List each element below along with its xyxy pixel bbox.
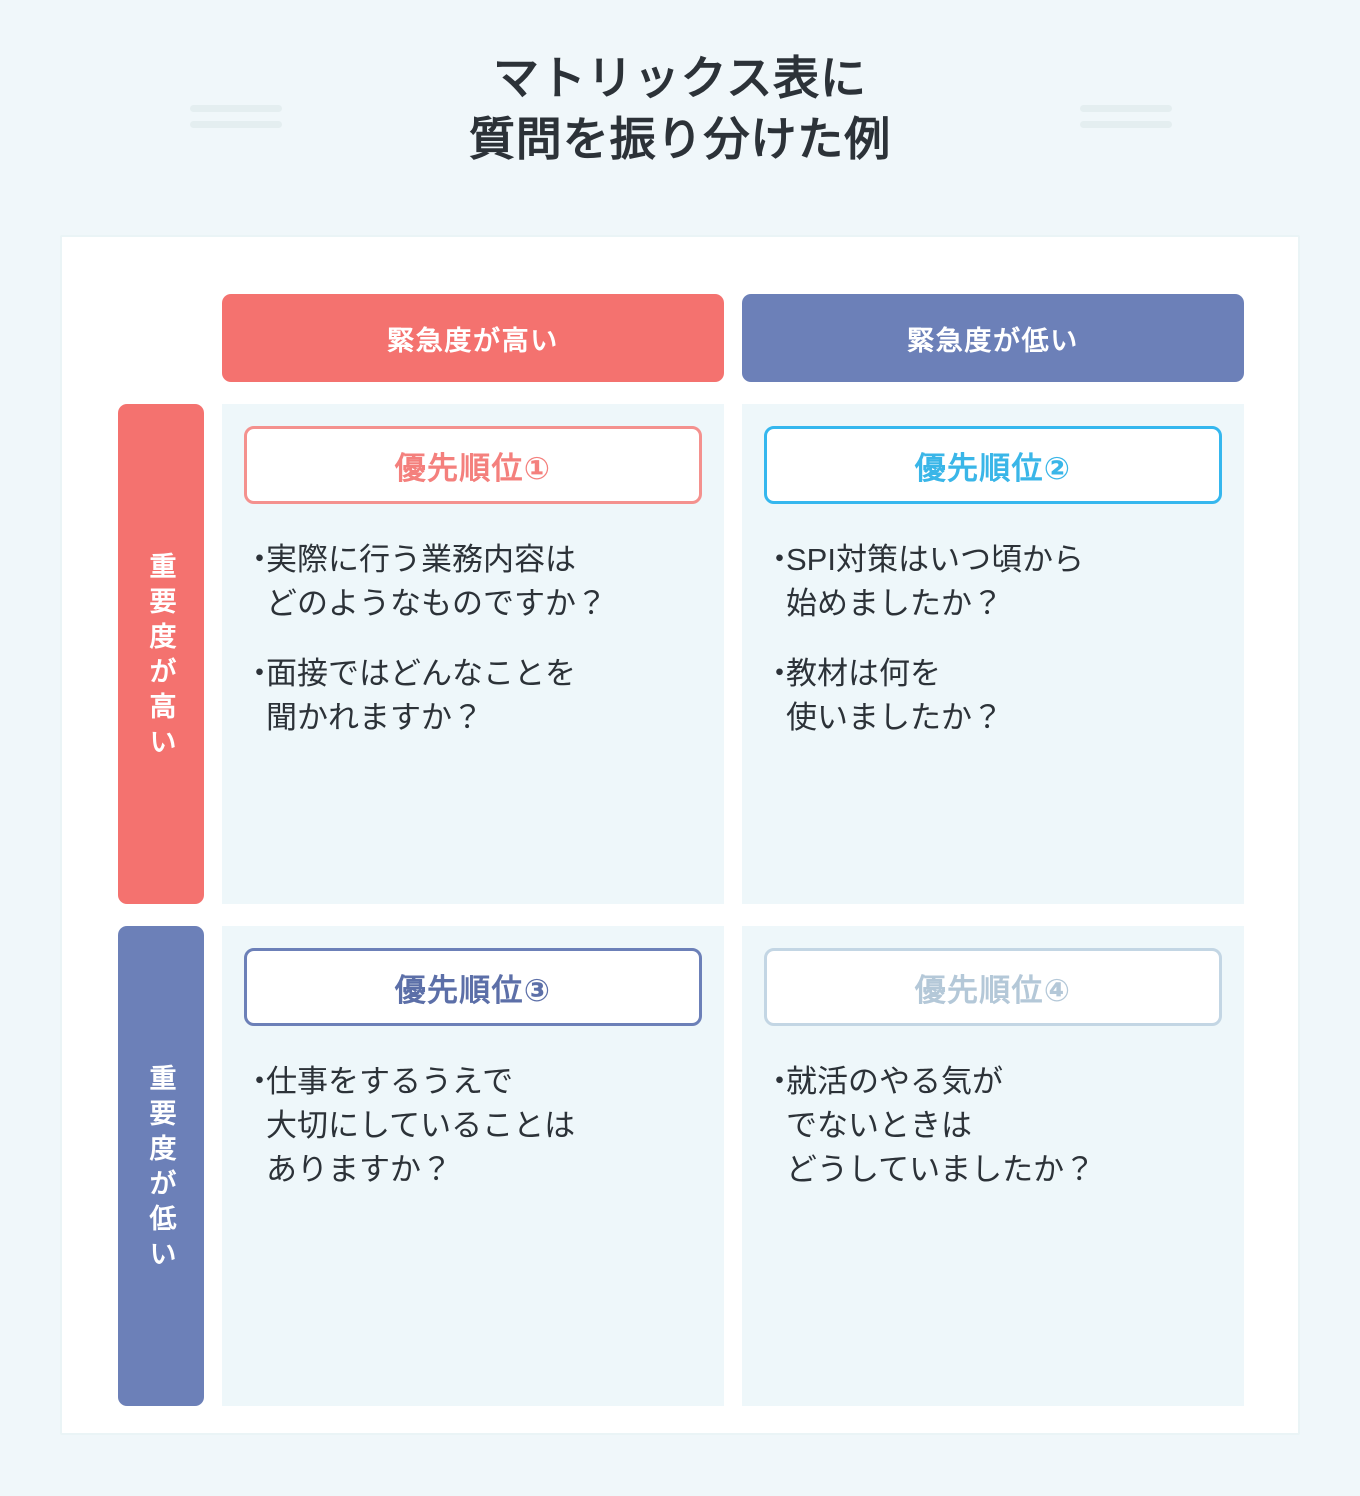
column-header-label: 緊急度が高い — [387, 325, 559, 356]
priority-badge-label: 優先順位③ — [394, 972, 552, 1008]
question-list-q3: ・ 仕事をするうえで 大切にしていることは ありますか？ — [244, 1060, 702, 1192]
row-header-label: 重要度が高い — [145, 551, 176, 763]
decoration-line — [1080, 121, 1172, 128]
quadrant-cell-q4: 優先順位④ ・ 就活のやる気が でないときは どうしていましたか？ — [742, 926, 1244, 1406]
bullet-icon: ・ — [244, 656, 275, 692]
list-item: ・ 教材は何を 使いましたか？ — [764, 652, 1222, 740]
list-item: ・ 仕事をするうえで 大切にしていることは ありますか？ — [244, 1060, 702, 1192]
page-title-line-1: マトリックス表に — [493, 52, 867, 104]
priority-badge-2: 優先順位② — [764, 426, 1222, 504]
page-title-line-2: 質問を振り分けた例 — [468, 113, 892, 166]
quadrant-cell-q1: 優先順位① ・ 実際に行う業務内容は どのようなものですか？ ・ 面接ではどんな… — [222, 404, 724, 904]
question-list-q4: ・ 就活のやる気が でないときは どうしていましたか？ — [764, 1060, 1222, 1192]
page-title: マトリックス表に 質問を振り分けた例 — [0, 48, 1360, 170]
decoration-line — [190, 121, 282, 128]
title-decoration-left — [190, 105, 282, 128]
row-header-importance-high: 重要度が高い — [118, 404, 204, 904]
decoration-line — [190, 105, 282, 112]
list-item: ・ 面接ではどんなことを 聞かれますか？ — [244, 652, 702, 740]
bullet-icon: ・ — [764, 542, 795, 577]
matrix-corner-spacer — [118, 294, 204, 382]
decoration-line — [1080, 105, 1172, 112]
list-item: ・ 就活のやる気が でないときは どうしていましたか？ — [764, 1060, 1222, 1192]
column-header-urgency-low: 緊急度が低い — [742, 294, 1244, 382]
column-header-label: 緊急度が低い — [907, 325, 1079, 356]
bullet-icon: ・ — [244, 542, 275, 577]
priority-badge-label: 優先順位① — [394, 450, 552, 486]
matrix-grid: 緊急度が高い 緊急度が低い 重要度が高い 優先順位① ・ 実際に行う業務内容は … — [118, 294, 1244, 1406]
question-text: 仕事をするうえで 大切にしていることは ありますか？ — [266, 1064, 576, 1188]
priority-badge-3: 優先順位③ — [244, 948, 702, 1026]
matrix-card: 緊急度が高い 緊急度が低い 重要度が高い 優先順位① ・ 実際に行う業務内容は … — [60, 235, 1300, 1435]
title-decoration-right — [1080, 105, 1172, 128]
priority-badge-label: 優先順位④ — [914, 972, 1072, 1008]
quadrant-cell-q2: 優先順位② ・ SPI対策はいつ頃から 始めましたか？ ・ 教材は何を 使いまし… — [742, 404, 1244, 904]
row-header-importance-low: 重要度が低い — [118, 926, 204, 1406]
list-item: ・ SPI対策はいつ頃から 始めましたか？ — [764, 538, 1222, 626]
question-text: 面接ではどんなことを 聞かれますか？ — [266, 656, 576, 736]
bullet-icon: ・ — [244, 1064, 275, 1099]
question-text: SPI対策はいつ頃から 始めましたか？ — [786, 542, 1084, 622]
row-header-label: 重要度が低い — [145, 1063, 176, 1275]
priority-badge-4: 優先順位④ — [764, 948, 1222, 1026]
bullet-icon: ・ — [764, 1064, 795, 1099]
bullet-icon: ・ — [764, 656, 795, 692]
priority-badge-1: 優先順位① — [244, 426, 702, 504]
column-header-urgency-high: 緊急度が高い — [222, 294, 724, 382]
question-list-q2: ・ SPI対策はいつ頃から 始めましたか？ ・ 教材は何を 使いましたか？ — [764, 538, 1222, 740]
list-item: ・ 実際に行う業務内容は どのようなものですか？ — [244, 538, 702, 626]
priority-badge-label: 優先順位② — [914, 450, 1072, 486]
quadrant-cell-q3: 優先順位③ ・ 仕事をするうえで 大切にしていることは ありますか？ — [222, 926, 724, 1406]
question-text: 就活のやる気が でないときは どうしていましたか？ — [786, 1064, 1096, 1188]
question-text: 実際に行う業務内容は どのようなものですか？ — [266, 542, 607, 622]
question-list-q1: ・ 実際に行う業務内容は どのようなものですか？ ・ 面接ではどんなことを 聞か… — [244, 538, 702, 740]
question-text: 教材は何を 使いましたか？ — [786, 656, 1003, 736]
